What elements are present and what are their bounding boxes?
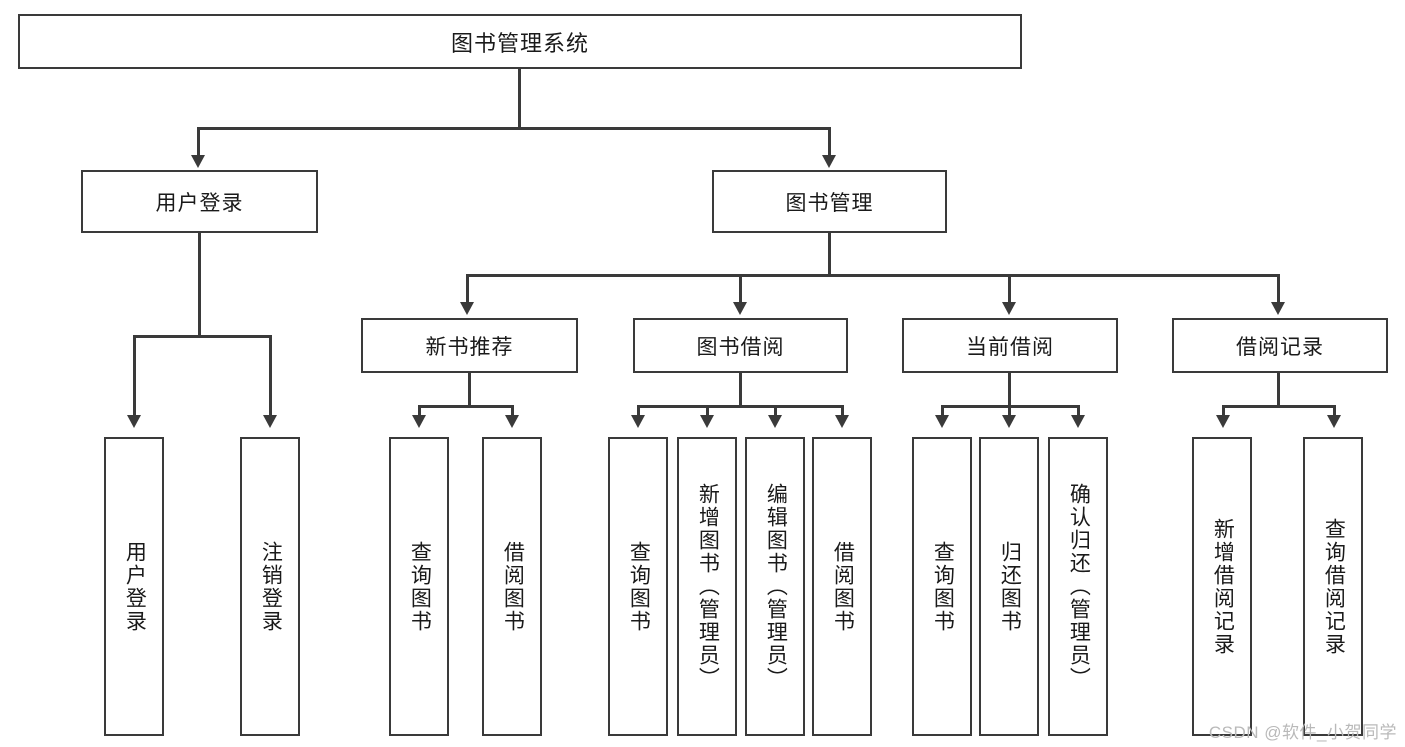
connector-user-login-bus (133, 335, 272, 338)
node-label: 用户登录 (123, 540, 147, 633)
arrowhead-cb-leaf-3 (1071, 415, 1085, 428)
arrowhead-br-leaf-1 (1216, 415, 1230, 428)
leaf-add-borrow-record[interactable]: 新增借阅记录 (1192, 437, 1252, 736)
connector-user-login-to-leaf-1 (133, 335, 136, 417)
node-book-borrow[interactable]: 图书借阅 (633, 318, 848, 373)
node-label: 查询图书 (627, 540, 651, 633)
connector-borrow-record-bus (1222, 405, 1336, 408)
node-label: 查询图书 (408, 540, 432, 633)
node-label: 借阅图书 (831, 540, 855, 633)
arrowhead-borrow-record (1271, 302, 1285, 315)
connector-root-to-book-management (828, 127, 831, 157)
arrowhead-new-book (460, 302, 474, 315)
connector-book-borrow-stem (739, 373, 742, 405)
connector-root-stem (518, 69, 521, 127)
connector-new-book-leaf-1 (418, 405, 421, 417)
connector-book-borrow-bus (637, 405, 844, 408)
node-book-management[interactable]: 图书管理 (712, 170, 947, 233)
arrowhead-book-borrow (733, 302, 747, 315)
leaf-add-book-admin[interactable]: 新增图书（管理员） (677, 437, 737, 736)
arrowhead-book-management (822, 155, 836, 168)
connector-new-book-bus (418, 405, 513, 408)
arrowhead-bb-leaf-2 (700, 415, 714, 428)
connector-user-login-stem (198, 233, 201, 335)
node-label: 确认归还（管理员） (1067, 483, 1091, 690)
connector-new-book-stem (468, 373, 471, 405)
node-label: 用户登录 (155, 191, 244, 215)
leaf-query-book-current[interactable]: 查询图书 (912, 437, 972, 736)
node-label: 图书管理系统 (450, 30, 589, 56)
connector-bb-leaf-3 (774, 405, 777, 417)
connector-bb-leaf-4 (841, 405, 844, 417)
node-label: 借阅记录 (1236, 335, 1324, 359)
connector-br-leaf-1 (1222, 405, 1225, 417)
arrowhead-nb-leaf-1 (412, 415, 426, 428)
node-label: 归还图书 (998, 540, 1022, 633)
leaf-user-login[interactable]: 用户登录 (104, 437, 164, 736)
node-label: 查询借阅记录 (1322, 517, 1346, 656)
node-label: 新增借阅记录 (1211, 517, 1235, 656)
connector-borrow-record-stem (1277, 373, 1280, 405)
arrowhead-bb-leaf-3 (768, 415, 782, 428)
leaf-confirm-return-admin[interactable]: 确认归还（管理员） (1048, 437, 1108, 736)
connector-cb-leaf-3 (1077, 405, 1080, 417)
arrowhead-bb-leaf-1 (631, 415, 645, 428)
arrowhead-leaf-logout (263, 415, 277, 428)
arrowhead-user-login (191, 155, 205, 168)
connector-bm-to-book-borrow (739, 274, 742, 304)
node-label: 新书推荐 (425, 335, 514, 359)
connector-br-leaf-2 (1333, 405, 1336, 417)
connector-bm-to-new-book (466, 274, 469, 304)
leaf-query-book-newbook[interactable]: 查询图书 (389, 437, 449, 736)
arrowhead-leaf-user-login (127, 415, 141, 428)
connector-root-bus (197, 127, 831, 130)
arrowhead-bb-leaf-4 (835, 415, 849, 428)
connector-current-borrow-stem (1008, 373, 1011, 405)
leaf-query-book-borrow[interactable]: 查询图书 (608, 437, 668, 736)
connector-bm-to-borrow-record (1277, 274, 1280, 304)
connector-book-management-stem (828, 233, 831, 274)
connector-user-login-to-leaf-2 (269, 335, 272, 417)
node-label: 当前借阅 (966, 335, 1054, 359)
leaf-edit-book-admin[interactable]: 编辑图书（管理员） (745, 437, 805, 736)
node-label: 借阅图书 (501, 540, 525, 633)
node-label: 查询图书 (931, 540, 955, 633)
connector-bm-to-current-borrow (1008, 274, 1011, 304)
node-label: 编辑图书（管理员） (764, 483, 788, 690)
arrowhead-current-borrow (1002, 302, 1016, 315)
connector-root-to-user-login (197, 127, 200, 157)
arrowhead-cb-leaf-1 (935, 415, 949, 428)
node-label: 图书借阅 (696, 335, 785, 359)
node-new-book-recommend[interactable]: 新书推荐 (361, 318, 578, 373)
connector-new-book-leaf-2 (511, 405, 514, 417)
connector-book-management-bus (466, 274, 1280, 277)
connector-bb-leaf-1 (637, 405, 640, 417)
arrowhead-br-leaf-2 (1327, 415, 1341, 428)
node-label: 注销登录 (259, 540, 283, 633)
leaf-borrow-book[interactable]: 借阅图书 (812, 437, 872, 736)
leaf-logout[interactable]: 注销登录 (240, 437, 300, 736)
node-label: 新增图书（管理员） (696, 483, 720, 690)
node-borrow-record[interactable]: 借阅记录 (1172, 318, 1388, 373)
connector-bb-leaf-2 (706, 405, 709, 417)
connector-cb-leaf-2 (1008, 405, 1011, 417)
node-label: 图书管理 (785, 191, 874, 215)
leaf-return-book[interactable]: 归还图书 (979, 437, 1039, 736)
arrowhead-nb-leaf-2 (505, 415, 519, 428)
node-user-login[interactable]: 用户登录 (81, 170, 318, 233)
node-root-book-management-system[interactable]: 图书管理系统 (18, 14, 1022, 69)
arrowhead-cb-leaf-2 (1002, 415, 1016, 428)
leaf-borrow-book-newbook[interactable]: 借阅图书 (482, 437, 542, 736)
node-current-borrow[interactable]: 当前借阅 (902, 318, 1118, 373)
leaf-query-borrow-record[interactable]: 查询借阅记录 (1303, 437, 1363, 736)
connector-cb-leaf-1 (941, 405, 944, 417)
